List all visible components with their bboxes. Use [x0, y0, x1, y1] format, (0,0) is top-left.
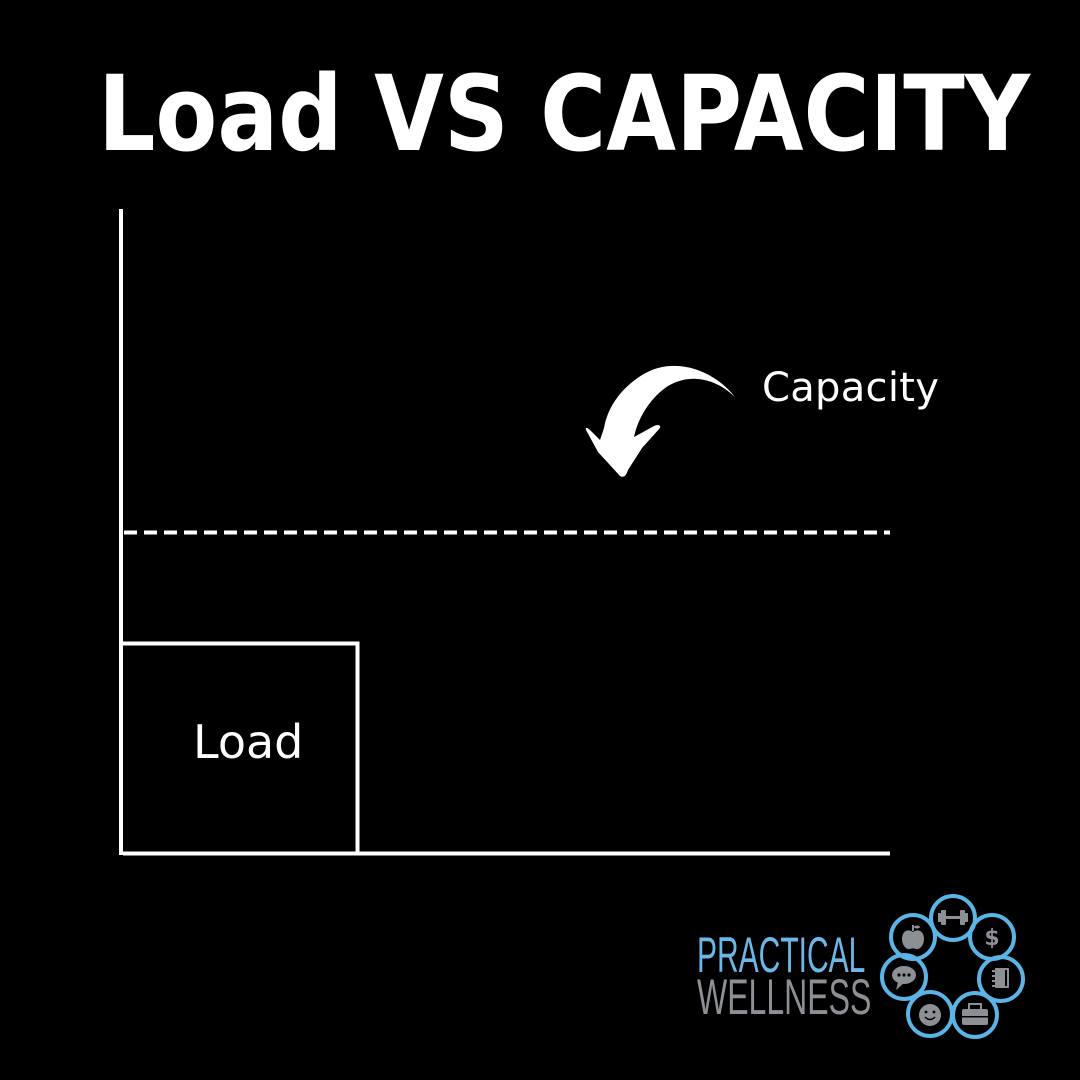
title-banner: Load VS CAPACITY [98, 53, 1031, 175]
dumbbell-icon [938, 910, 968, 925]
capacity-label: Capacity [762, 365, 940, 411]
notebook-icon [992, 968, 1009, 988]
chat-bubble-icon [892, 966, 916, 990]
curved-arrow-icon [585, 365, 735, 477]
page-title: Load VS CAPACITY [98, 53, 1031, 175]
apple-icon [902, 925, 924, 950]
briefcase-icon [962, 1003, 988, 1025]
dollar-icon: $ [984, 926, 999, 951]
load-label: Load [193, 715, 304, 769]
logo-wordmark: PRACTICAL WELLNESS [695, 890, 885, 1030]
logo-ring-mark: $ [880, 894, 1025, 1039]
load-box [121, 641, 360, 853]
logo-line-practical: PRACTICAL [697, 927, 866, 983]
smiley-icon [919, 1004, 941, 1026]
logo-line-wellness: WELLNESS [697, 969, 872, 1025]
practical-wellness-logo: PRACTICAL WELLNESS [695, 890, 1035, 1040]
